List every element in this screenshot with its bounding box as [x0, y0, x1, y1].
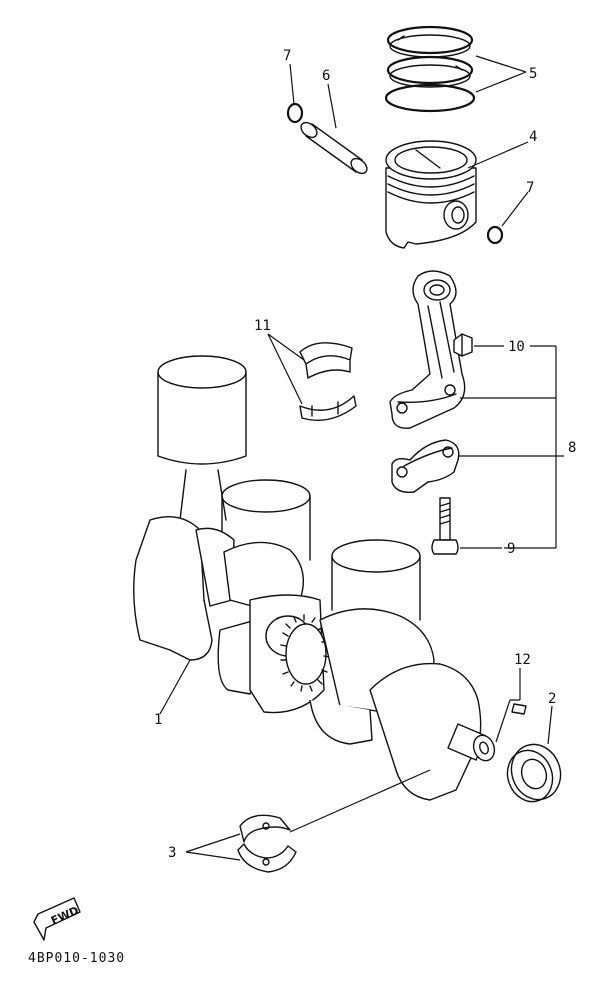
label-10: 10: [508, 339, 525, 355]
label-11: 11: [254, 318, 271, 334]
piston: [385, 140, 477, 249]
piston-pin: [300, 121, 368, 175]
circlip-right: [486, 225, 504, 245]
label-6: 6: [322, 68, 330, 84]
timing-gear: [280, 614, 330, 692]
label-9: 9: [507, 541, 515, 557]
piston-outline-1: [157, 355, 247, 521]
rod-nut: [453, 333, 473, 357]
rod-bolt: [431, 497, 459, 555]
label-4: 4: [529, 129, 537, 145]
label-8: 8: [568, 440, 576, 456]
label-2: 2: [548, 691, 556, 707]
big-end-bearing-upper: [299, 342, 353, 379]
circlip-left: [286, 102, 304, 124]
label-5: 5: [529, 66, 537, 82]
oil-seal: [506, 743, 562, 803]
label-7-left: 7: [283, 48, 291, 64]
label-7-right: 7: [526, 180, 534, 196]
connecting-rod: [389, 270, 466, 429]
dowel-pin: [511, 703, 527, 715]
main-bearing-lower: [237, 843, 297, 873]
piston-rings: [384, 25, 476, 113]
label-1: 1: [154, 712, 162, 728]
part-labels: 7 6 5 4 7 11 10 8 9 12 2 1 3: [154, 48, 576, 861]
label-12: 12: [514, 652, 531, 668]
piston-outline-2: [221, 479, 311, 561]
piston-outline-3: [331, 539, 421, 621]
main-bearing-upper: [239, 814, 291, 843]
catalog-code: 4BP010-1030: [28, 951, 125, 966]
rod-cap: [391, 439, 460, 493]
big-end-bearing-lower: [299, 395, 357, 421]
forward-arrow-badge: FWD: [33, 897, 81, 941]
label-3: 3: [168, 845, 176, 861]
leader-lines: [159, 55, 564, 861]
crankshaft: [133, 516, 496, 801]
